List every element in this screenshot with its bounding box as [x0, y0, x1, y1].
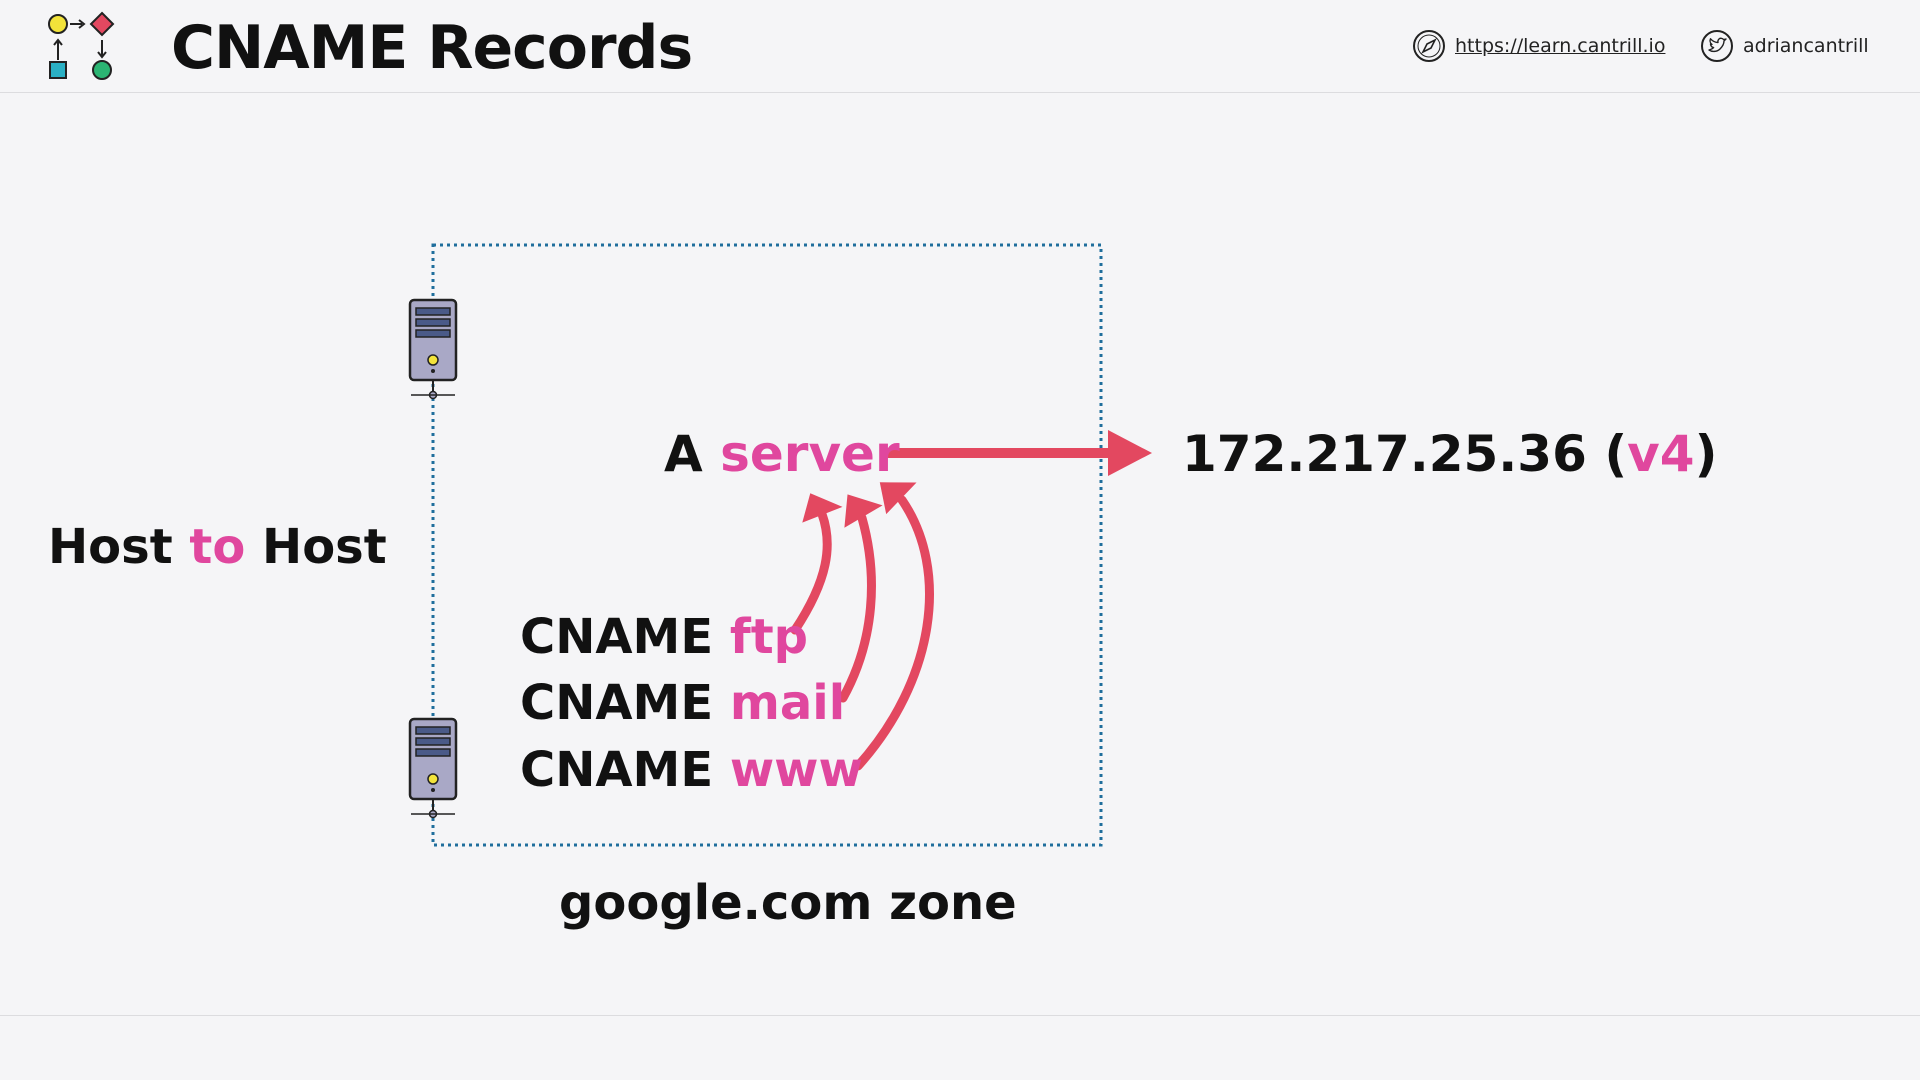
to-word: to — [189, 519, 246, 575]
course-link[interactable]: https://learn.cantrill.io — [1412, 28, 1665, 64]
record-type: CNAME — [520, 742, 714, 798]
a-record-arrow — [885, 430, 1152, 476]
cname-www-label: CNAME www — [520, 740, 863, 800]
cname-www-arrow — [853, 482, 934, 771]
cname-ftp-arrow — [790, 493, 843, 635]
ip-address-label: 172.217.25.36 (v4) — [1182, 423, 1717, 485]
host-to-host-label: Host to Host — [48, 517, 387, 577]
record-type: A — [664, 425, 703, 483]
ip-value: 172.217.25.36 — [1182, 425, 1587, 483]
server-icon — [408, 298, 458, 400]
zone-label: google.com zone — [559, 875, 1017, 931]
host-word: Host — [262, 519, 387, 575]
header-bar: CNAME Records https://learn.cantrill.io … — [0, 0, 1920, 93]
record-type: CNAME — [520, 675, 714, 731]
course-link-text[interactable]: https://learn.cantrill.io — [1455, 35, 1666, 57]
twitter-bird-icon — [1701, 30, 1733, 62]
cname-ftp-label: CNAME ftp — [520, 607, 808, 667]
compass-icon — [1413, 30, 1445, 62]
ip-version: v4 — [1627, 425, 1695, 483]
host-word: Host — [48, 519, 173, 575]
cname-mail-arrow — [838, 494, 883, 703]
twitter-handle[interactable]: adriancantrill — [1700, 28, 1869, 64]
record-type: CNAME — [520, 609, 714, 665]
server-icon — [408, 717, 458, 819]
paren: ( — [1604, 425, 1628, 483]
record-name: www — [729, 742, 863, 798]
record-name: server — [720, 425, 900, 483]
record-name: ftp — [729, 609, 809, 665]
twitter-handle-text[interactable]: adriancantrill — [1743, 35, 1869, 57]
flow-logo-icon — [48, 11, 115, 80]
page-title: CNAME Records — [171, 13, 693, 83]
cname-mail-label: CNAME mail — [520, 673, 845, 733]
record-name: mail — [729, 675, 846, 731]
paren: ) — [1694, 425, 1718, 483]
zone-boundary — [431, 243, 1103, 847]
footer-divider — [0, 1015, 1920, 1016]
a-record-label: A server — [664, 423, 900, 485]
